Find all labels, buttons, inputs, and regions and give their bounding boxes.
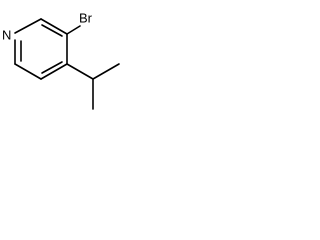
pyridine-ring [14,18,68,80]
bond-c2-c3-double-inner [41,24,63,37]
bond-c3-br [66,25,81,35]
bond-ch-methyl-top [92,63,120,80]
bond-c4-c5 [40,63,68,80]
bond-c2-c3 [40,18,68,35]
bond-n-c2 [14,18,42,34]
bond-c5-c6 [14,63,42,80]
chemical-structure-diagram: N Br [2,10,120,110]
bromine-atom-label: Br [79,10,93,25]
nitrogen-atom-label: N [2,27,11,42]
bond-c4-ch [66,63,94,80]
bond-c4-c5-double-inner [41,61,63,74]
